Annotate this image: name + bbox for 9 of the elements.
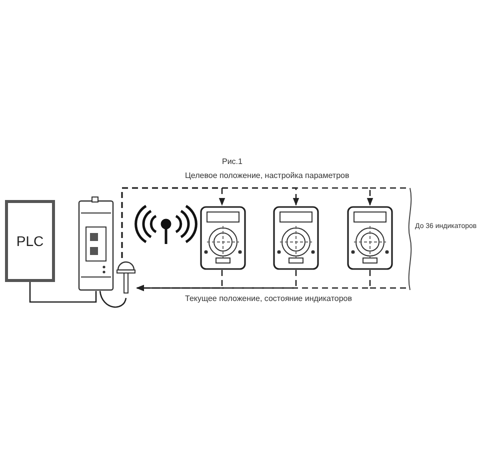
box-label: PLC (15, 233, 45, 249)
caption-text: Целевое положение, настройка параметров (185, 171, 350, 180)
figure-label: Рис.1 (222, 157, 242, 166)
dashed-arrow (121, 187, 374, 258)
cable-line (29, 282, 97, 303)
caption-text: Текущее положение, состояние индикаторов (185, 294, 352, 303)
dashed-arrow (136, 270, 371, 292)
cable-line (99, 290, 127, 308)
plc-box (5, 200, 55, 282)
